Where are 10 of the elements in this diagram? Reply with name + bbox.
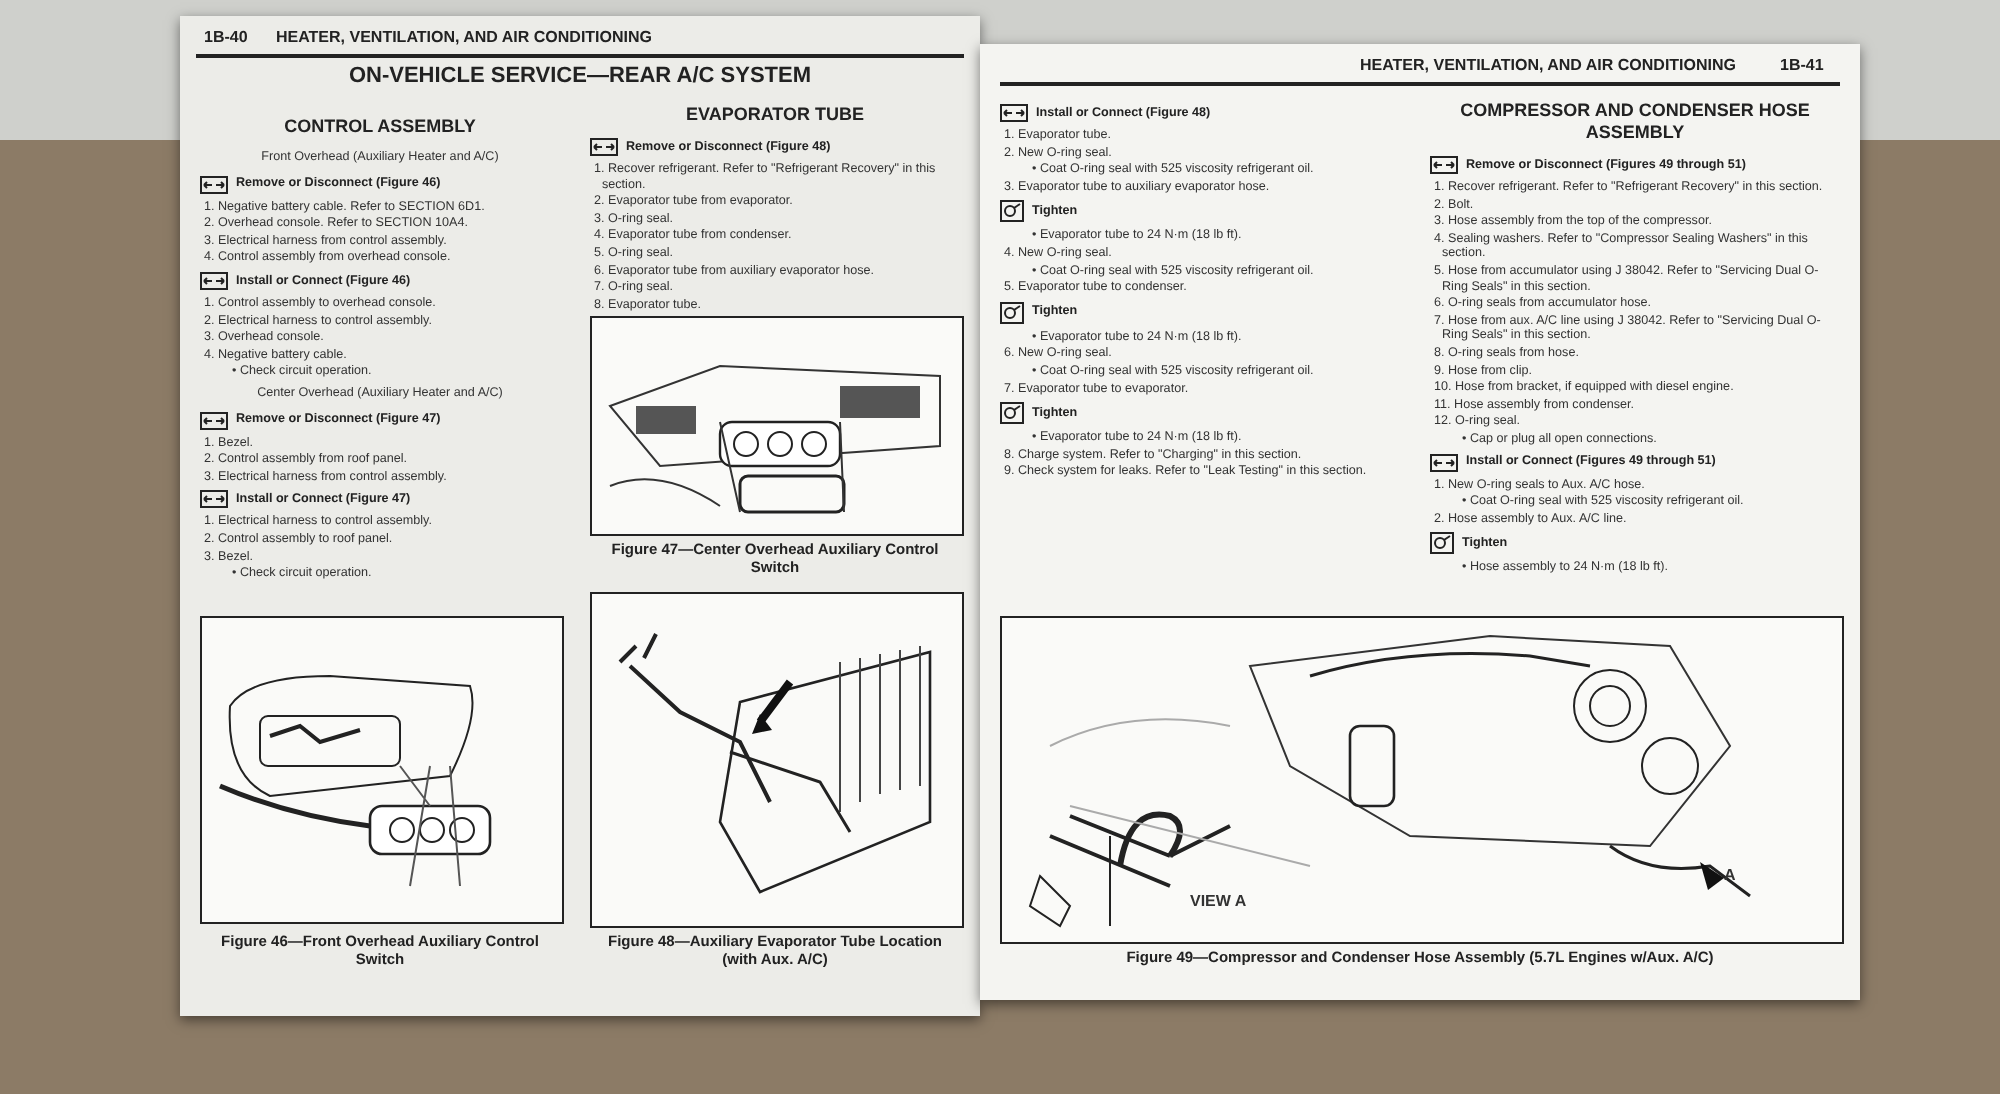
running-header: HEATER, VENTILATION, AND AIR CONDITIONING (276, 30, 652, 46)
page-number: 1B-41 (1780, 58, 1824, 74)
view-label: VIEW A (1190, 894, 1247, 910)
section-heading: CONTROL ASSEMBLY (282, 116, 478, 138)
section-heading: COMPRESSOR AND CONDENSER HOSE ASSEMBLY (1458, 100, 1812, 144)
page-number: 1B-40 (204, 30, 248, 46)
view-letter: A (1724, 868, 1736, 884)
running-header: HEATER, VENTILATION, AND AIR CONDITIONING (1360, 58, 1736, 74)
section-heading: EVAPORATOR TUBE (683, 104, 866, 126)
section-title: ON-VEHICLE SERVICE—REAR A/C SYSTEM (346, 64, 814, 90)
